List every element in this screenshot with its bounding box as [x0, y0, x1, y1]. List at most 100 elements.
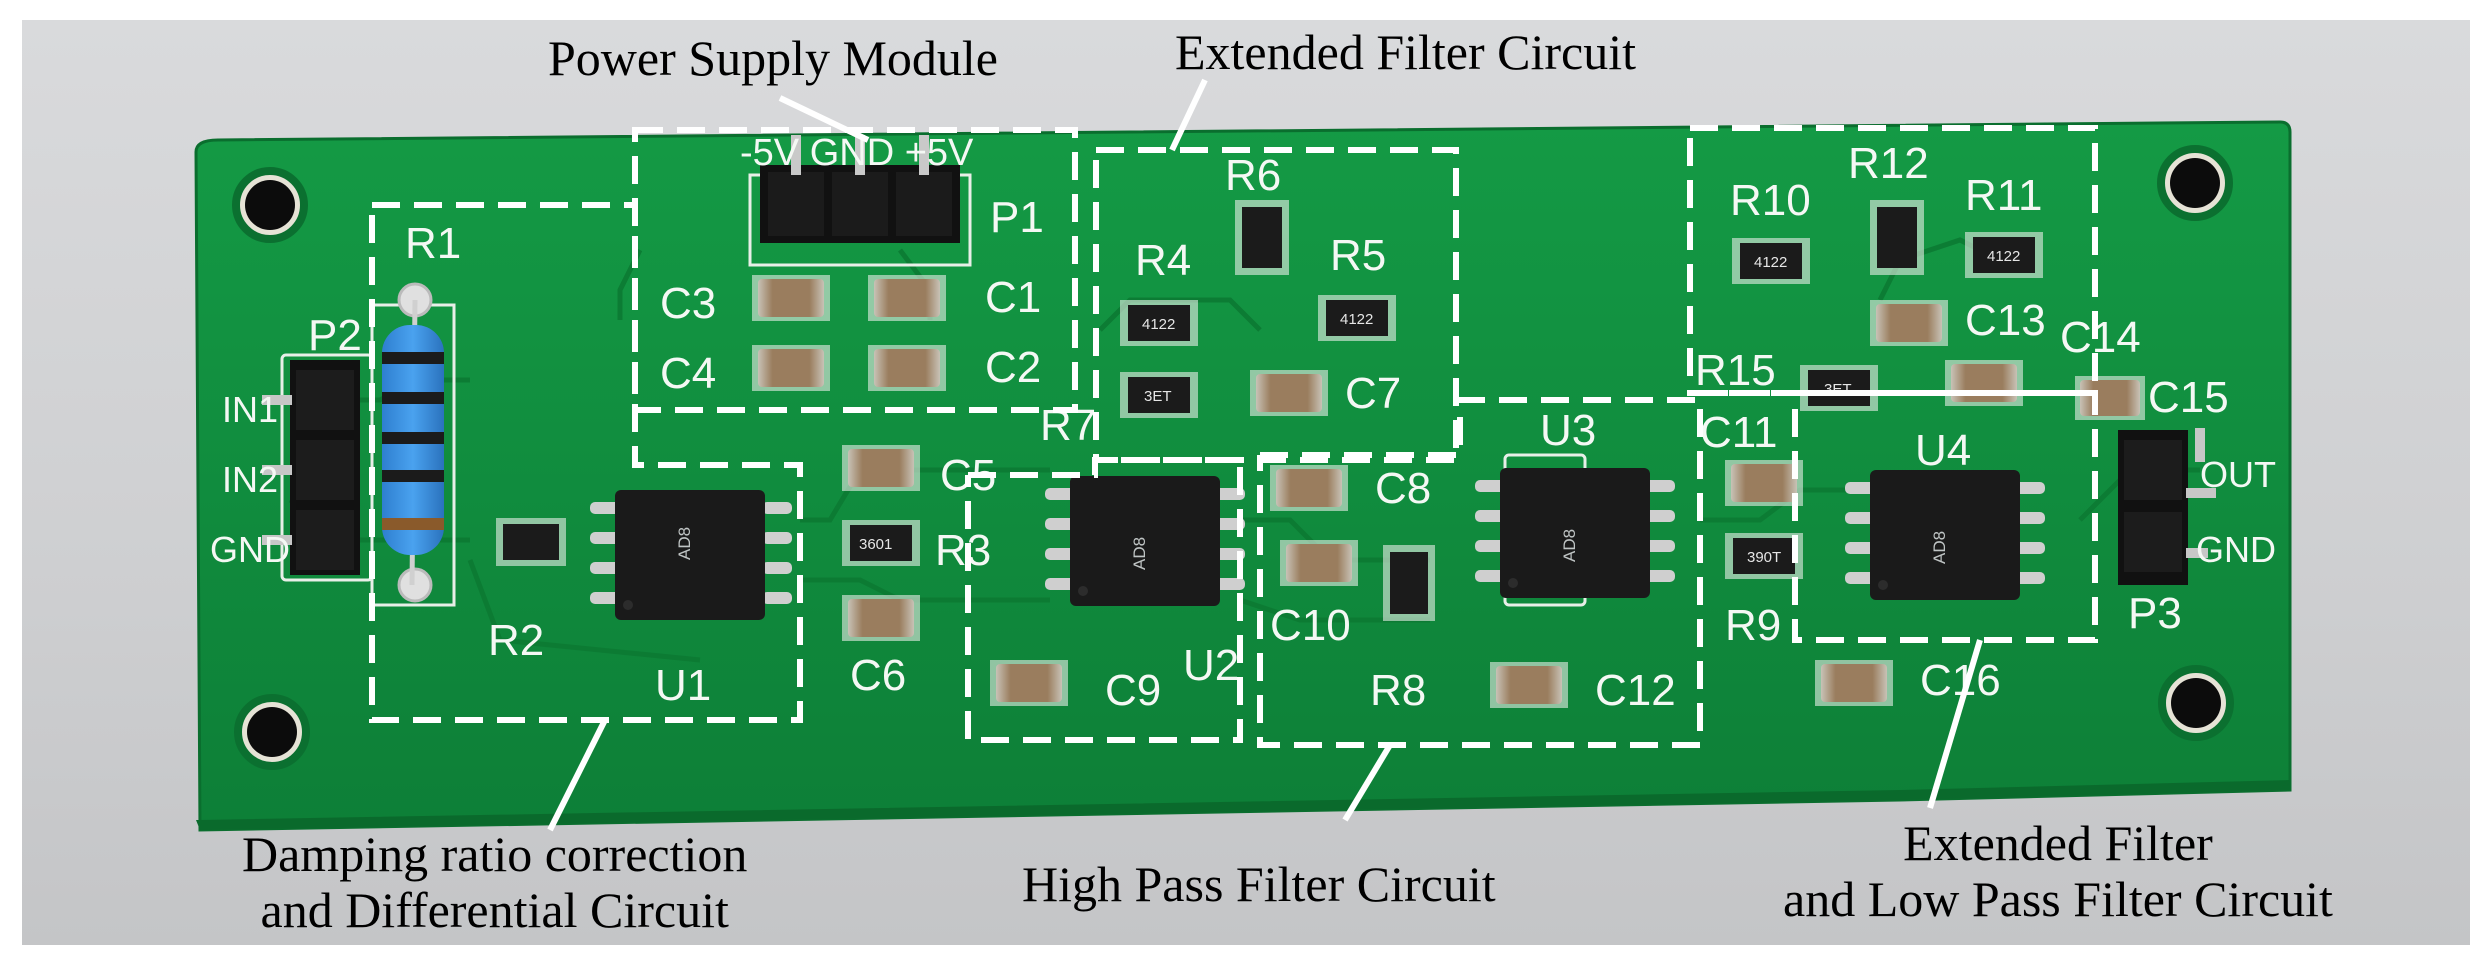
header-p1: [760, 135, 960, 243]
label-c9: C9: [1105, 666, 1161, 715]
label-c8: C8: [1375, 464, 1431, 513]
box-extended-low-pass-bottom: [1792, 390, 2098, 643]
label-u4: U4: [1915, 426, 1971, 475]
capacitor-c9: [990, 660, 1068, 706]
label-c13: C13: [1965, 296, 2046, 345]
label-c11: C11: [1700, 408, 1777, 457]
label-c3: C3: [660, 279, 716, 328]
label-gnd-right: GND: [2196, 529, 2276, 570]
leader-high-pass: [1342, 743, 1393, 822]
integrated-circuits: AD8 AD8 AD8: [590, 468, 2045, 620]
svg-text:4122: 4122: [1340, 311, 1373, 328]
caption-damping-line2: and Differential Circuit: [260, 882, 729, 938]
label-c1: C1: [985, 273, 1041, 322]
capacitor-c7: [1250, 370, 1328, 416]
svg-text:3ET: 3ET: [1144, 388, 1172, 405]
label-c15: C15: [2148, 373, 2229, 422]
label-out: OUT: [2200, 454, 2276, 495]
ic-u4: AD8: [1845, 470, 2045, 600]
label-c10: C10: [1270, 601, 1351, 650]
label-p2: P2: [308, 311, 362, 360]
capacitor-c5: [842, 445, 920, 491]
capacitor-c3: [752, 275, 830, 321]
caption-power-supply: Power Supply Module: [548, 30, 998, 86]
capacitor-c1: [868, 275, 946, 321]
leader-extended-filter-top: [1169, 78, 1208, 152]
resistor-r10: 4122: [1732, 238, 1810, 284]
box-high-pass-right: [1257, 397, 1703, 748]
ic-u2: AD8: [1045, 476, 1245, 606]
caption-extended-low-pass-line1: Extended Filter: [1903, 815, 2213, 871]
box-damping-differential: [369, 202, 803, 723]
resistor-r6: [1235, 200, 1289, 275]
label-u2: U2: [1183, 641, 1239, 690]
label-r11: R11: [1965, 171, 2042, 220]
label-r6: R6: [1225, 151, 1281, 200]
capacitor-c14: [1945, 360, 2023, 406]
label-c14: C14: [2060, 313, 2141, 362]
svg-text:AD8: AD8: [675, 527, 694, 560]
leader-damping: [547, 718, 608, 832]
label-r4: R4: [1135, 236, 1191, 285]
capacitor-c2: [868, 345, 946, 391]
svg-text:390T: 390T: [1747, 549, 1781, 566]
capacitor-c15: [2075, 376, 2145, 420]
capacitor-c8: [1270, 465, 1348, 511]
capacitor-c16: [1815, 660, 1893, 706]
resistor-r11: 4122: [1965, 232, 2043, 278]
svg-text:4122: 4122: [1754, 254, 1787, 271]
label-r2: R2: [488, 616, 544, 665]
label-r15: R15: [1695, 346, 1776, 395]
label-p3: P3: [2128, 589, 2182, 638]
caption-high-pass: High Pass Filter Circuit: [1022, 856, 1496, 912]
resistor-r8: [1383, 545, 1435, 621]
caption-damping-line1: Damping ratio correction: [242, 826, 748, 882]
smd-resistors: 3601 4122 4122 3ET 390T 4122 4122 3ET: [496, 200, 2043, 621]
label-p1: P1: [990, 193, 1044, 242]
label-r5: R5: [1330, 231, 1386, 280]
resistor-r7: 3ET: [1120, 372, 1198, 418]
capacitor-c11: [1725, 460, 1803, 506]
label-in2: IN2: [222, 459, 278, 500]
resistor-r4: 4122: [1120, 300, 1198, 346]
resistor-r1: [382, 282, 444, 603]
caption-extended-low-pass-line2: and Low Pass Filter Circuit: [1783, 871, 2333, 927]
box-high-pass-left: [965, 457, 1243, 743]
label-r9: R9: [1725, 601, 1781, 650]
label-r3: R3: [935, 526, 991, 575]
label-c4: C4: [660, 349, 716, 398]
label-r10: R10: [1730, 176, 1811, 225]
label-u3: U3: [1540, 406, 1596, 455]
leader-extended-low-pass: [1927, 639, 1983, 809]
svg-text:AD8: AD8: [1930, 531, 1949, 564]
box-power-supply: [632, 127, 1078, 413]
label-power-pins: -5V GND +5V: [740, 132, 974, 174]
capacitors: [752, 275, 2145, 708]
svg-text:AD8: AD8: [1560, 529, 1579, 562]
capacitor-c4: [752, 345, 830, 391]
header-p3: [2118, 428, 2216, 585]
caption-extended-low-pass: Extended Filter and Low Pass Filter Circ…: [1783, 815, 2333, 927]
leader-lines: [547, 78, 1983, 832]
resistor-r2: [496, 518, 566, 566]
resistor-r9: 390T: [1725, 533, 1803, 579]
svg-text:AD8: AD8: [1130, 537, 1149, 570]
resistor-r5: 4122: [1318, 295, 1396, 341]
mounting-holes: [232, 145, 2234, 770]
caption-damping: Damping ratio correction and Differentia…: [242, 826, 747, 938]
label-c2: C2: [985, 343, 1041, 392]
label-r12: R12: [1848, 139, 1929, 188]
annotation-boxes: [369, 125, 2098, 748]
resistor-r3: 3601: [842, 520, 920, 566]
silkscreen-labels: P1 -5V GND +5V P2 IN1 IN2 GND P3 OUT GND…: [210, 132, 2276, 715]
capacitor-c6: [842, 595, 920, 641]
capacitor-c13: [1870, 300, 1948, 346]
svg-text:4122: 4122: [1142, 316, 1175, 333]
box-extended-filter-top: [1093, 147, 1459, 463]
svg-text:4122: 4122: [1987, 248, 2020, 265]
label-c12: C12: [1595, 666, 1676, 715]
label-in1: IN1: [222, 389, 278, 430]
label-r8: R8: [1370, 666, 1426, 715]
header-p2: [262, 360, 360, 575]
